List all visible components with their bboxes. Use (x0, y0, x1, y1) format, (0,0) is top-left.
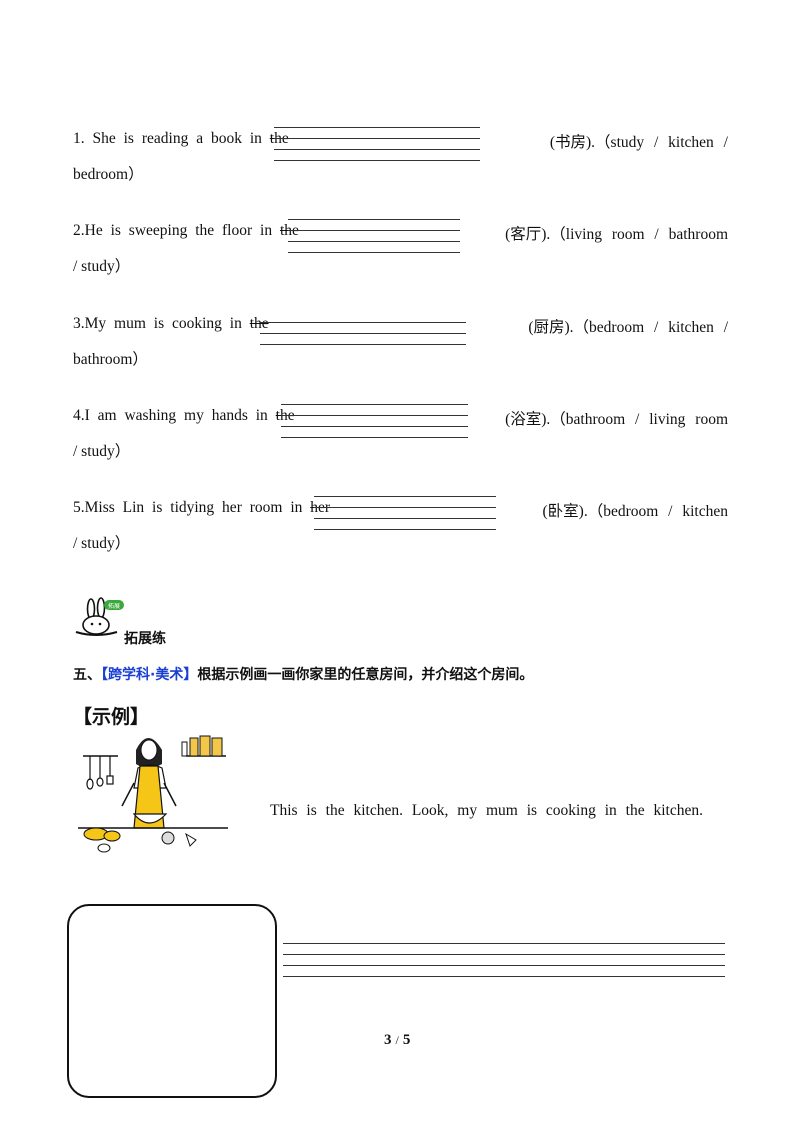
question-3-text: 3.My mum is cooking in (73, 315, 242, 332)
page-total: 5 (402, 1032, 411, 1048)
question-4-text: 4.I am washing my hands in (73, 407, 268, 424)
question-3-continuation: bathroom） (73, 351, 148, 368)
answer-blank-4[interactable] (281, 404, 468, 448)
section-5-title: 五、【跨学科·美术】根据示例画一画你家里的任意房间，并介绍这个房间。 (73, 664, 533, 684)
page-number: 3/5 (384, 1032, 410, 1049)
extension-title: 拓展练 (124, 631, 166, 647)
question-2-hint: (客厅).（living room / bathroom (505, 226, 728, 243)
example-label: 【示例】 (73, 706, 150, 728)
question-2: 2.He is sweeping the floor in the (客厅).（… (73, 222, 728, 276)
answer-blank-1[interactable] (274, 127, 480, 171)
subject-tag: 【跨学科·美术】 (101, 667, 198, 683)
question-2-text: 2.He is sweeping the floor in (73, 222, 273, 239)
question-5-hint: (卧室).（bedroom / kitchen (542, 503, 728, 520)
question-1-text: 1. She is reading a book in (73, 130, 262, 147)
example-sentence: This is the kitchen. Look, my mum is coo… (270, 802, 703, 819)
question-5-text: 5.Miss Lin is tidying her room in (73, 499, 303, 516)
writing-lines[interactable] (283, 943, 725, 987)
page-separator: / (395, 1033, 399, 1047)
answer-blank-2[interactable] (288, 219, 460, 263)
question-4-hint: (浴室).（bathroom / living room (505, 411, 728, 428)
rabbit-icon: 拓展 (75, 597, 124, 636)
question-4: 4.I am washing my hands in the (浴室).（bat… (73, 407, 728, 461)
page-current: 3 (384, 1032, 392, 1048)
question-5-continuation: / study） (73, 535, 131, 552)
question-1-hint: (书房).（study / kitchen / (549, 134, 728, 151)
question-1: 1. She is reading a book in the (书房).（st… (73, 130, 728, 184)
question-1-continuation: bedroom） (73, 166, 144, 183)
drawing-box[interactable] (67, 904, 277, 1098)
svg-text:拓展: 拓展 (108, 602, 120, 610)
question-3-hint: (厨房).（bedroom / kitchen / (528, 319, 728, 336)
mum-cooking-illustration (78, 735, 228, 853)
question-3-filler: the (249, 315, 269, 332)
question-4-continuation: / study） (73, 443, 131, 460)
section-instruction: 根据示例画一画你家里的任意房间，并介绍这个房间。 (197, 667, 534, 683)
question-3: 3.My mum is cooking in the (厨房).（bedroom… (73, 315, 728, 369)
answer-blank-3[interactable] (260, 322, 466, 355)
question-5: 5.Miss Lin is tidying her room in her (卧… (73, 499, 728, 553)
question-2-continuation: / study） (73, 258, 131, 275)
section-number: 五、 (73, 667, 101, 683)
answer-blank-5[interactable] (314, 496, 496, 540)
